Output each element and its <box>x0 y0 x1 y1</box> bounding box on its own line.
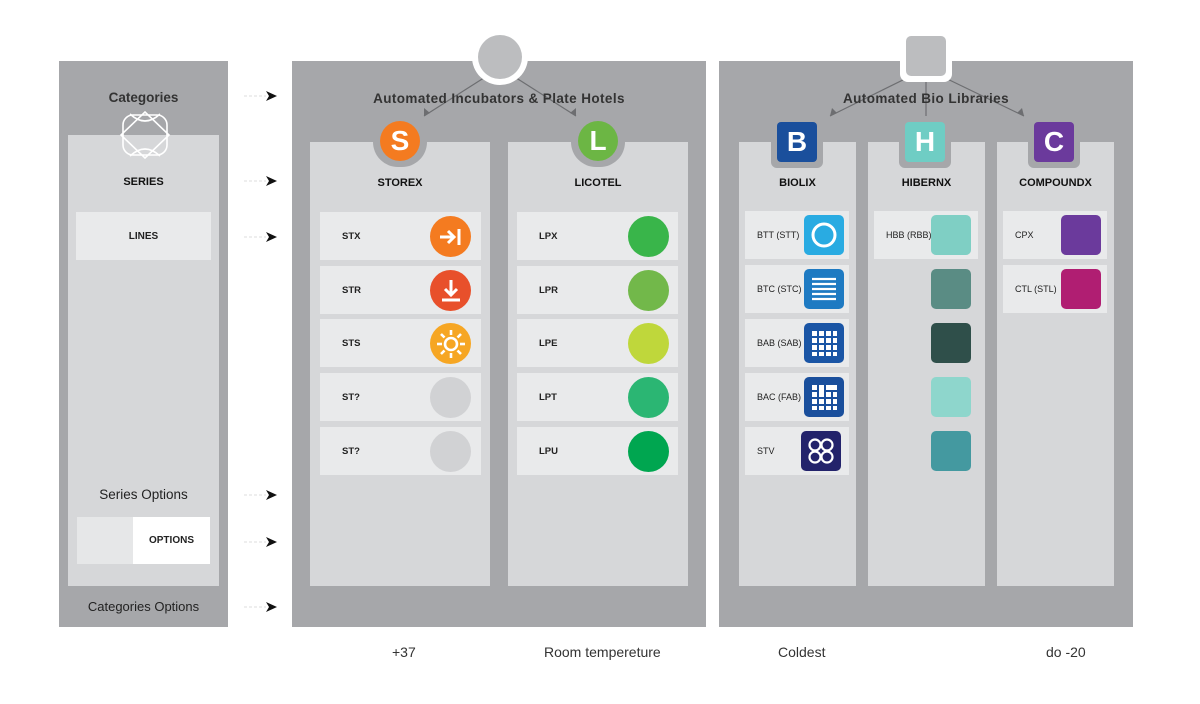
item-label: STS <box>342 337 361 349</box>
incubators-title: Automated Incubators & Plate Hotels <box>373 91 625 106</box>
item-label: LPT <box>539 391 557 403</box>
categories-options-label: Categories Options <box>87 599 200 614</box>
lines-button[interactable]: LINES <box>76 212 211 260</box>
green-circle-icon <box>628 216 669 257</box>
series-label: SERIES <box>123 176 164 188</box>
biolix-badge: B <box>777 122 817 162</box>
arrow-right-icon <box>244 91 277 101</box>
magenta-swatch-icon <box>1061 269 1101 309</box>
licotel-label: LICOTEL <box>574 177 622 189</box>
temp-coldest-label: Coldest <box>778 644 826 660</box>
categories-logo-icon <box>119 110 171 160</box>
temp-room-label: Room tempereture <box>544 644 661 660</box>
options-toggle-text: OPTIONS <box>133 517 210 564</box>
licotel-badge: L <box>578 121 618 161</box>
arrow-right-icon <box>244 490 277 500</box>
storex-badge: S <box>380 121 420 161</box>
item-label: BAB (SAB) <box>757 338 802 348</box>
compoundx-badge: C <box>1034 122 1074 162</box>
green-circle-icon <box>628 377 669 418</box>
item-label: CTL (STL) <box>1015 284 1057 294</box>
item-label: LPE <box>539 337 558 349</box>
item-label: STR <box>342 284 361 296</box>
incubators-round-icon-inner <box>478 35 522 79</box>
sun-icon <box>430 323 471 364</box>
lines-label: LINES <box>128 230 159 242</box>
arrow-right-icon <box>244 602 277 612</box>
hibernx-label: HIBERNX <box>901 177 952 189</box>
green-circle-icon <box>628 270 669 311</box>
item-label: STX <box>342 230 361 242</box>
item-label: ST? <box>342 391 360 403</box>
placeholder-circle-icon <box>430 377 471 418</box>
libraries-title: Automated Bio Libraries <box>843 91 1009 106</box>
item-label: CPX <box>1015 230 1034 240</box>
categories-title: Categories <box>108 90 179 105</box>
item-label: BTC (STC) <box>757 284 802 294</box>
item-label: BTT (STT) <box>757 230 800 240</box>
temp-minus20-label: do -20 <box>1046 644 1086 660</box>
ring-tube-icon <box>804 215 844 255</box>
libraries-square-icon-inner <box>906 36 946 76</box>
grid-plate-icon <box>804 323 844 363</box>
options-toggle-track <box>77 517 133 564</box>
storex-label: STOREX <box>377 177 423 189</box>
lime-circle-icon <box>628 323 669 364</box>
series-options-label: Series Options <box>99 487 188 502</box>
series-column <box>68 135 219 586</box>
options-toggle[interactable]: OPTIONS <box>77 517 210 564</box>
rack-lines-icon <box>804 269 844 309</box>
item-label: LPX <box>539 230 558 242</box>
teal-swatch-icon <box>931 323 971 363</box>
hibernx-column <box>868 142 985 586</box>
item-label: HBB (RBB) <box>886 230 932 240</box>
biolix-label: BIOLIX <box>779 177 816 189</box>
temp-plus37-label: +37 <box>392 644 416 660</box>
four-rings-icon <box>801 431 841 471</box>
teal-swatch-icon <box>931 431 971 471</box>
teal-swatch-icon <box>931 377 971 417</box>
arrow-right-icon <box>244 232 277 242</box>
options-label: OPTIONS <box>148 535 194 546</box>
arrow-right-icon <box>244 537 277 547</box>
green-circle-icon <box>628 431 669 472</box>
item-label: ST? <box>342 445 360 457</box>
teal-swatch-icon <box>931 269 971 309</box>
purple-swatch-icon <box>1061 215 1101 255</box>
hibernx-badge: H <box>905 122 945 162</box>
compoundx-column <box>997 142 1114 586</box>
arrow-into-icon <box>430 216 471 257</box>
item-label: BAC (FAB) <box>757 392 802 402</box>
incubators-connector <box>423 73 577 117</box>
mixed-grid-icon <box>804 377 844 417</box>
arrow-down-icon <box>430 270 471 311</box>
placeholder-circle-icon <box>430 431 471 472</box>
arrow-right-icon <box>244 176 277 186</box>
item-label: LPU <box>539 445 558 457</box>
teal-swatch-icon <box>931 215 971 255</box>
item-label: LPR <box>539 284 558 296</box>
item-label: STV <box>757 446 775 456</box>
compoundx-label: COMPOUNDX <box>1019 177 1092 189</box>
